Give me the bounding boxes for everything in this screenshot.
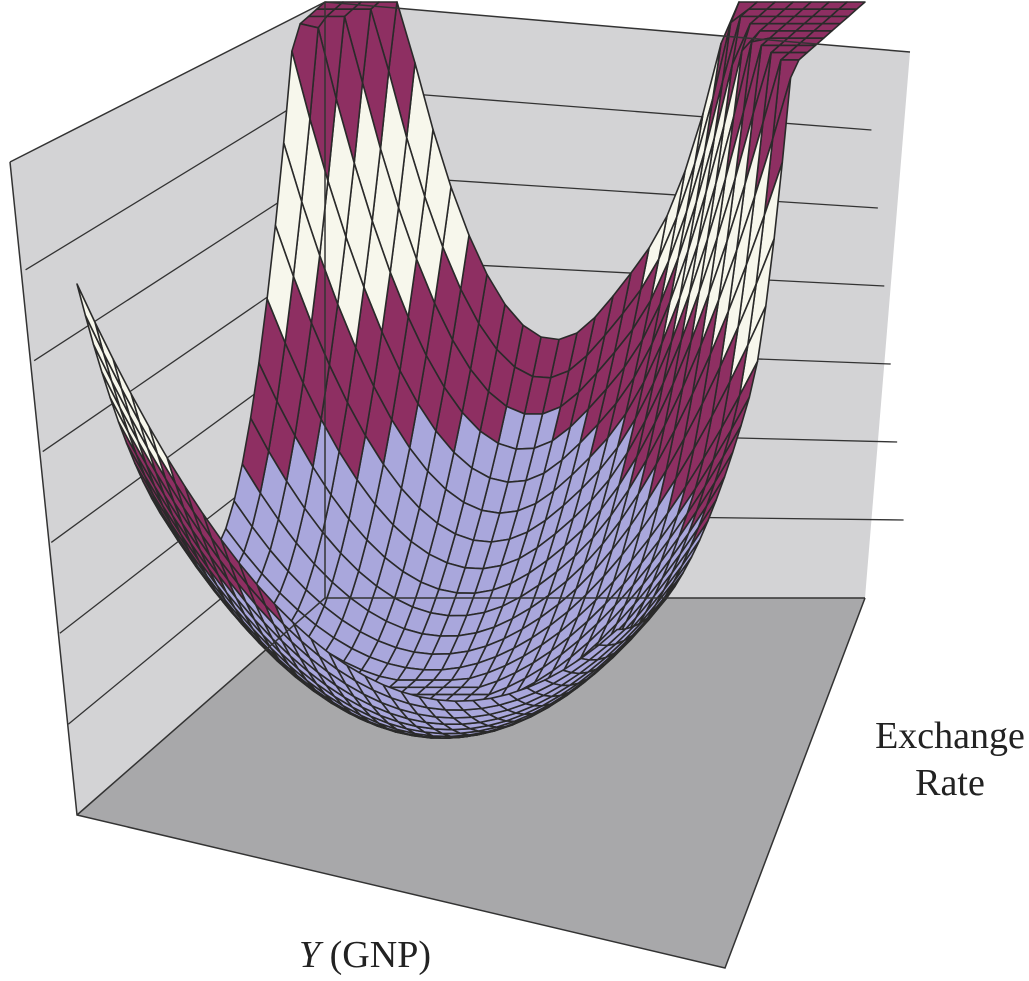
x-axis-label: Y (GNP) [299,934,431,976]
floor [77,598,865,968]
x-axis-label-var: Y [299,934,324,976]
x-axis-label-text: (GNP) [320,934,431,976]
wall-edges [9,1,911,969]
y-axis-label-line2: Rate [915,762,985,804]
y-axis-label: Exchange [875,715,1025,757]
surface-mesh [76,1,866,739]
surface-cell [76,283,105,354]
